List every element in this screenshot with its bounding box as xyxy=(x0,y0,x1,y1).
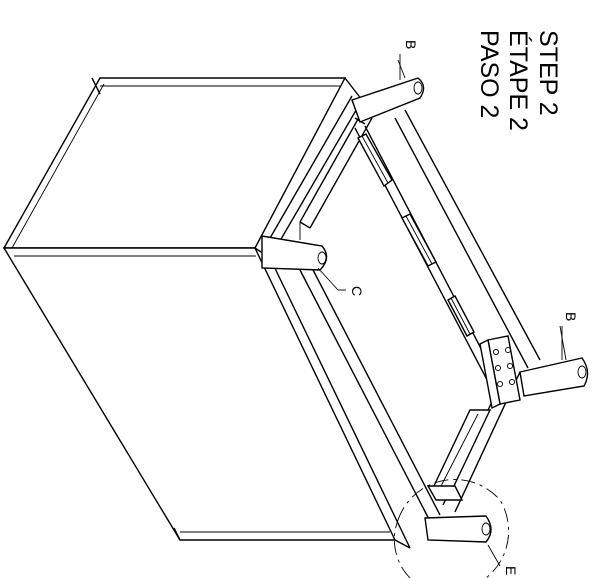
leg-b-top xyxy=(351,59,425,123)
leg-c xyxy=(261,222,339,291)
step-title-fr: ÉTAPE 2 xyxy=(504,30,533,131)
leg-b-right xyxy=(519,325,589,397)
callout-b-right: B xyxy=(563,312,579,321)
callout-e: E xyxy=(503,566,519,575)
detail-circle xyxy=(394,478,510,578)
callout-b-top: B xyxy=(403,40,419,49)
step-title-es: PASO 2 xyxy=(475,30,503,118)
step-title-en: STEP 2 xyxy=(534,30,562,116)
rail-slots xyxy=(357,133,475,337)
corner-bracket xyxy=(479,335,521,410)
cabinet-top-panel xyxy=(2,77,347,249)
step-title: STEP 2 ÉTAPE 2 PASO 2 xyxy=(475,30,562,131)
front-rail xyxy=(426,409,492,501)
leg-e xyxy=(424,515,492,543)
callout-labels: B B C E xyxy=(349,40,579,575)
callout-c: C xyxy=(349,286,365,296)
callout-leaders xyxy=(338,54,563,567)
cabinet-frame xyxy=(254,77,411,549)
